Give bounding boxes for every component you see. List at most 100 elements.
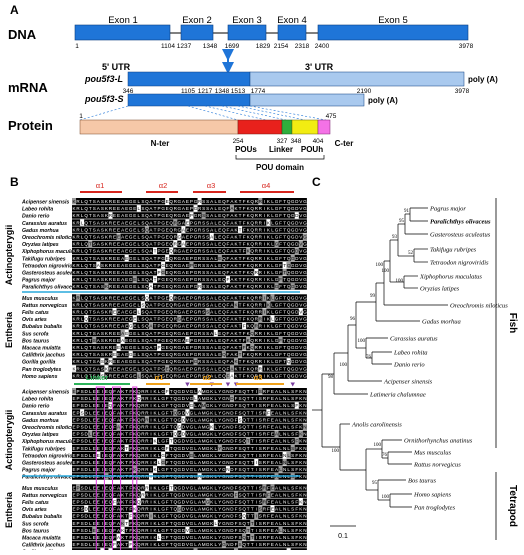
taxon-label: Tetraodon nigroviridis <box>430 260 489 267</box>
residue: S <box>259 425 262 430</box>
residue: E <box>125 338 128 343</box>
residue: E <box>105 474 108 479</box>
residue: L <box>279 521 282 526</box>
residue: G <box>161 410 165 415</box>
species-name: Carassius auratus <box>22 221 67 227</box>
residue: E <box>105 507 108 512</box>
residue: T <box>283 345 286 350</box>
residue: L <box>214 521 217 526</box>
residue: S <box>101 263 104 268</box>
residue: P <box>77 396 80 401</box>
residue: S <box>101 359 104 364</box>
residue: E <box>113 256 116 261</box>
residue: N <box>226 389 229 394</box>
residue: L <box>194 410 197 415</box>
residue: G <box>161 446 165 451</box>
protein-coord: 475 <box>326 113 337 120</box>
residue: N <box>283 521 286 526</box>
residue: T <box>239 206 242 211</box>
residue: S <box>206 284 209 289</box>
residue: S <box>93 359 96 364</box>
residue: F <box>235 535 238 540</box>
residue: S <box>141 352 144 357</box>
residue: E <box>105 521 108 526</box>
residue: P <box>77 467 80 472</box>
residue: T <box>154 277 157 282</box>
bootstrap-value: 99 <box>370 294 376 299</box>
residue: T <box>251 474 254 479</box>
residue: F <box>227 249 230 254</box>
residue: E <box>186 331 189 336</box>
residue: G <box>161 460 165 465</box>
residue: T <box>239 213 242 218</box>
mrna-l-cds <box>128 72 250 86</box>
residue: E <box>113 324 116 329</box>
residue: G <box>303 213 307 218</box>
residue: L <box>287 474 290 479</box>
species-name: Labeo rohita <box>22 207 53 213</box>
residue: F <box>227 213 230 218</box>
residue: N <box>226 446 229 451</box>
residue: E <box>113 277 116 282</box>
residue: L <box>287 500 290 505</box>
residue: T <box>125 485 128 490</box>
residue: E <box>133 249 136 254</box>
residue: I <box>256 417 257 422</box>
residue: Y <box>218 410 221 415</box>
species-name: Felis catus <box>22 310 49 316</box>
residue: G <box>190 467 194 472</box>
residue: T <box>170 417 173 422</box>
residue: F <box>295 410 298 415</box>
residue: S <box>239 425 242 430</box>
residue: L <box>279 417 282 422</box>
residue: E <box>113 199 116 204</box>
residue: L <box>194 474 197 479</box>
residue: G <box>161 542 165 547</box>
residue: T <box>239 284 242 289</box>
residue: F <box>129 507 132 512</box>
residue: T <box>239 227 242 232</box>
residue: T <box>247 528 250 533</box>
residue: E <box>113 263 116 268</box>
residue: Q <box>222 338 226 343</box>
residue: F <box>129 396 132 401</box>
residue: Q <box>242 446 246 451</box>
residue: G <box>303 338 307 343</box>
residue: E <box>113 310 116 315</box>
residue: E <box>117 242 120 247</box>
residue: S <box>291 467 294 472</box>
residue: T <box>251 432 254 437</box>
residue: L <box>89 507 92 512</box>
residue: T <box>89 227 92 232</box>
residue: Q <box>242 521 246 526</box>
residue: T <box>170 535 173 540</box>
residue: L <box>194 542 197 547</box>
mrna-coord: 1348 <box>215 88 230 95</box>
residue: F <box>267 535 270 540</box>
residue: S <box>206 338 209 343</box>
residue: F <box>227 277 230 282</box>
residue: F <box>243 249 246 254</box>
residue: E <box>97 446 100 451</box>
residue: E <box>133 310 136 315</box>
residue: F <box>243 242 246 247</box>
residue: F <box>295 492 298 497</box>
residue: L <box>194 446 197 451</box>
residue: S <box>101 235 104 240</box>
residue: E <box>133 345 136 350</box>
residue: L <box>89 474 92 479</box>
residue: T <box>239 366 242 371</box>
residue: Q <box>84 284 88 289</box>
pouh-label: POUh <box>301 145 323 154</box>
residue: T <box>170 460 173 465</box>
residue: L <box>138 345 141 350</box>
residue: T <box>170 542 173 547</box>
residue: S <box>239 535 242 540</box>
taxon-label: Carassius auratus <box>390 336 438 343</box>
residue: G <box>190 432 194 437</box>
residue: F <box>113 410 116 415</box>
residue: P <box>77 460 80 465</box>
residue: P <box>190 277 193 282</box>
residue: L <box>214 432 217 437</box>
residue: N <box>226 425 229 430</box>
